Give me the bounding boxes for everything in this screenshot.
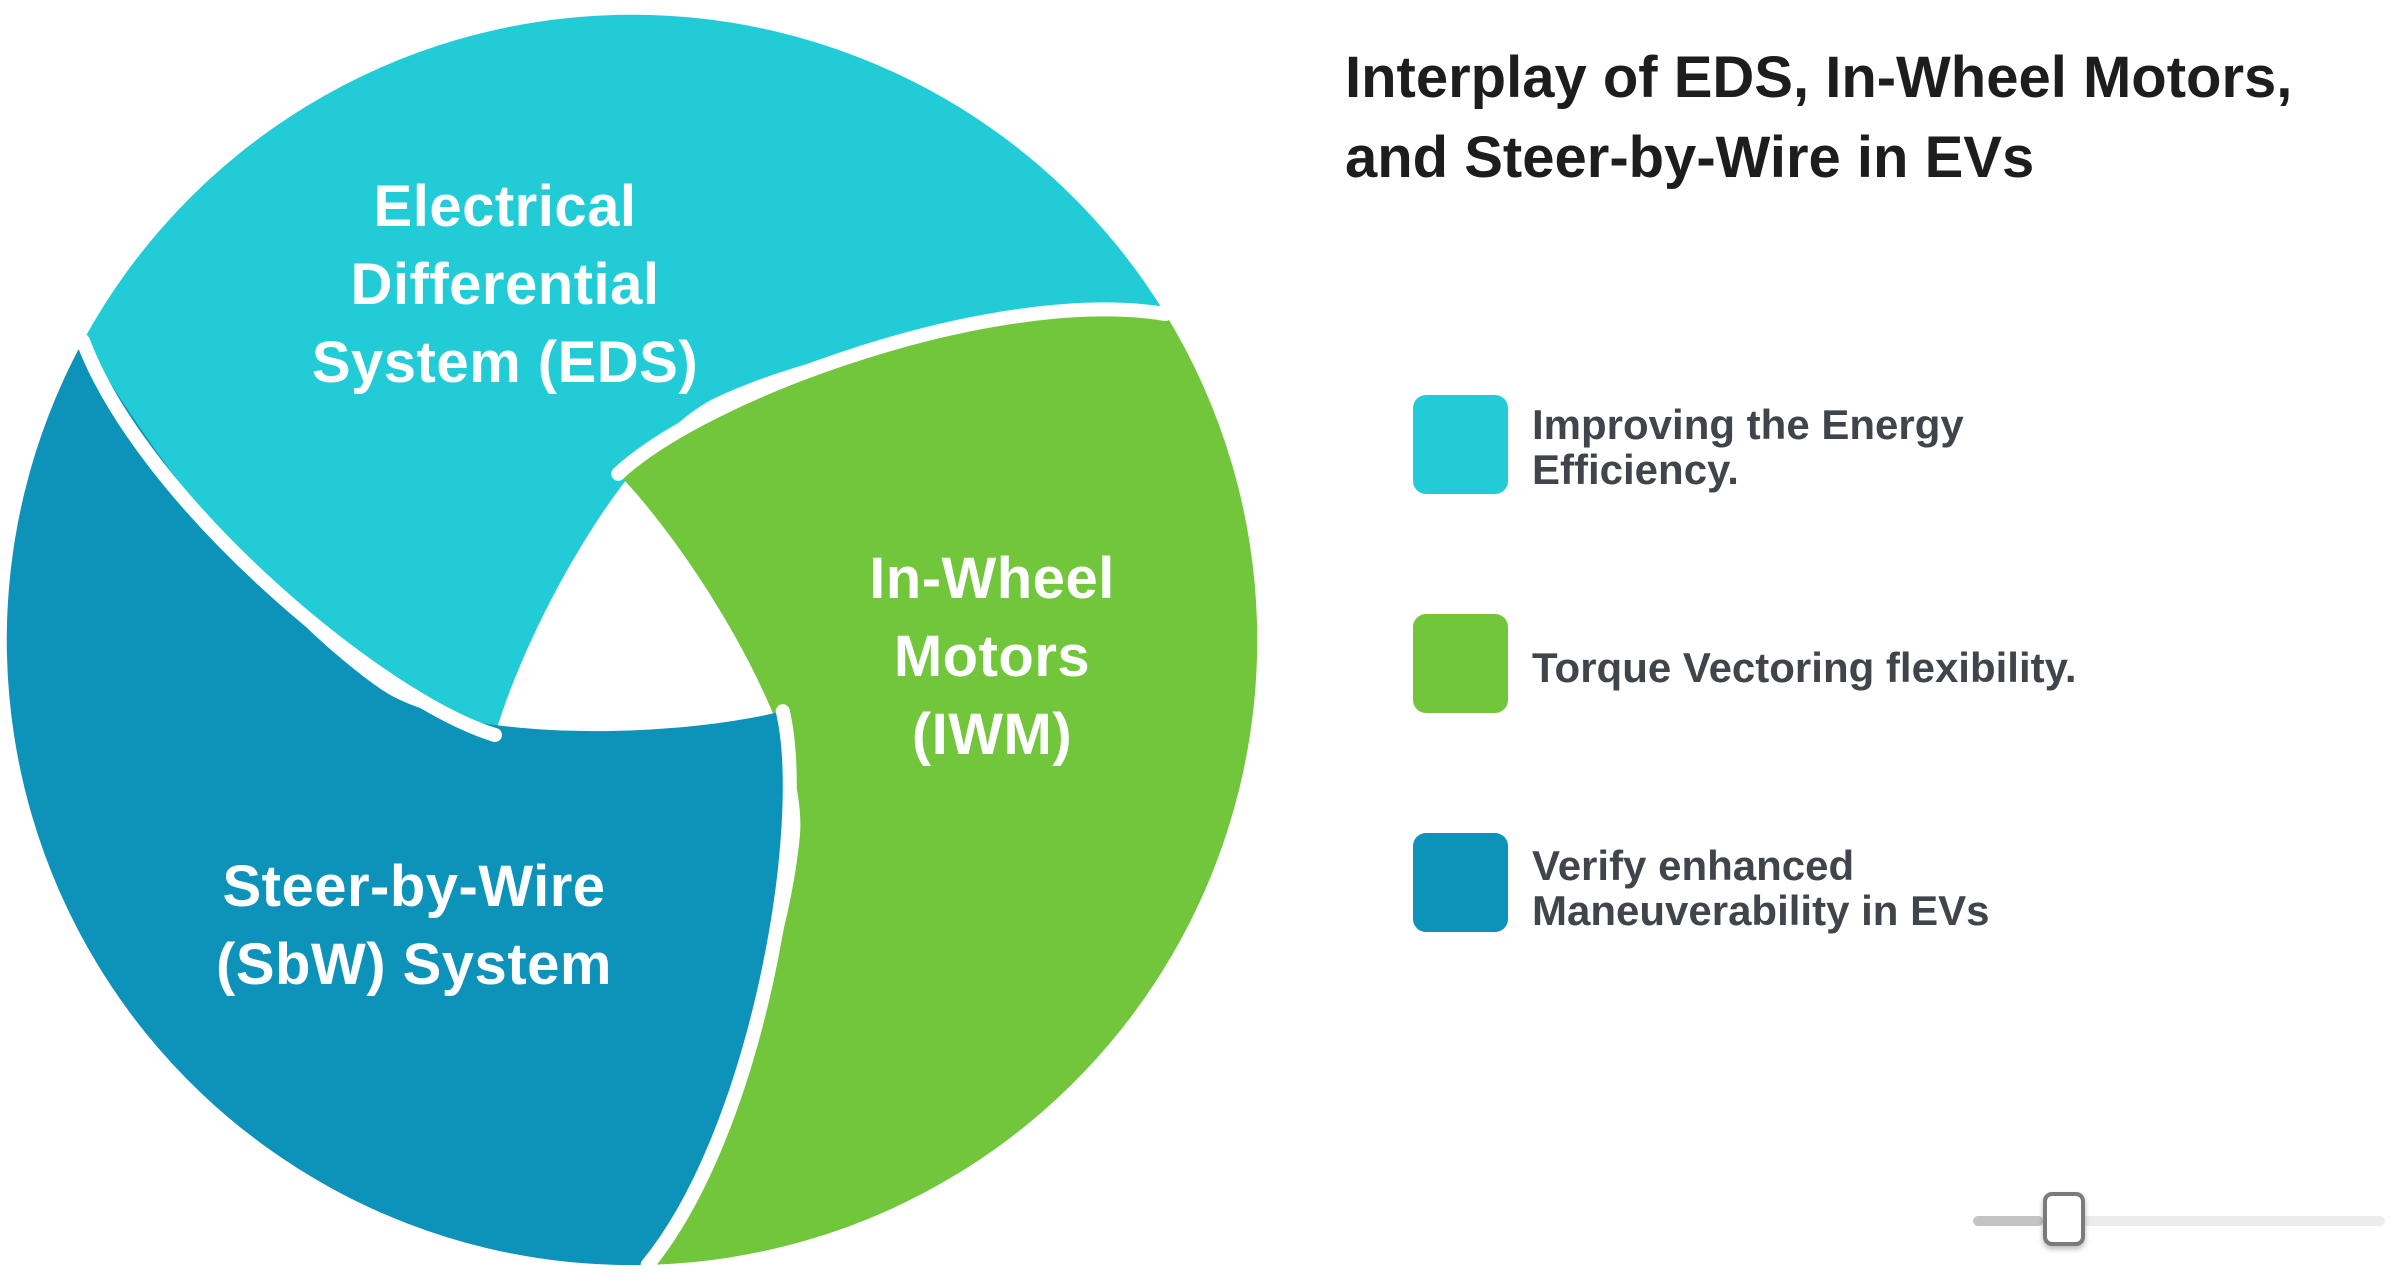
page-title-line2: and Steer-by-Wire in EVs — [1345, 125, 2035, 190]
slider-track[interactable] — [1973, 1216, 2385, 1226]
segment-sbw-shape — [6, 340, 790, 1266]
legend-swatch-eds — [1413, 395, 1508, 494]
legend-label-line: Maneuverability in EVs — [1532, 887, 1990, 934]
legend-label-sbw: Verify enhanced Maneuverability in EVs — [1532, 843, 1990, 933]
segment-gap — [640, 704, 797, 1272]
legend-label-line: Efficiency. — [1532, 446, 1739, 493]
cycle-diagram — [6, 14, 1258, 1272]
page-title: Interplay of EDS, In-Wheel Motors, and S… — [1345, 38, 2400, 198]
slider-fill — [1973, 1216, 2043, 1226]
segment-eds-shape — [83, 14, 1166, 736]
legend-swatch-iwm — [1413, 614, 1508, 713]
segment-gap — [76, 334, 502, 742]
page-title-line1: Interplay of EDS, In-Wheel Motors, — [1345, 45, 2293, 110]
legend-label-line: Torque Vectoring flexibility. — [1532, 644, 2077, 691]
slider-thumb[interactable] — [2042, 1192, 2085, 1246]
segment-iwm-shape — [618, 309, 1258, 1265]
legend-label-iwm: Torque Vectoring flexibility. — [1532, 645, 2077, 690]
legend-label-eds: Improving the Energy Efficiency. — [1532, 402, 1964, 492]
legend-label-line: Verify enhanced — [1532, 842, 1855, 889]
legend-swatch-sbw — [1413, 833, 1508, 932]
legend-label-line: Improving the Energy — [1532, 401, 1964, 448]
segment-gap — [611, 302, 1173, 481]
